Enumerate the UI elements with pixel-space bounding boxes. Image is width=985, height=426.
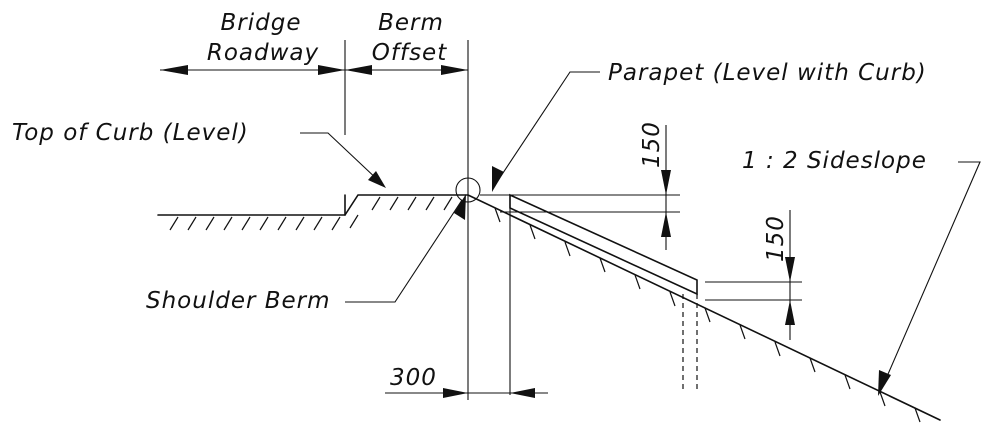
berm-offset-right-arrow	[441, 65, 468, 75]
bridge-roadway-right-arrow	[318, 65, 345, 75]
sideslope-hatching	[494, 207, 921, 423]
roadway-ground-hatching	[169, 196, 453, 231]
parapet-label: Parapet (Level with Curb)	[608, 60, 927, 86]
parapet-leader-line	[494, 71, 600, 186]
dimension-300-left-arrow	[443, 388, 468, 398]
sideslope-leader-line	[881, 161, 981, 389]
lower-150-label: 150	[763, 215, 789, 262]
upper-150-top-arrow	[661, 170, 671, 195]
bridge-roadway-left-arrow	[160, 65, 188, 75]
upper-150-bottom-arrow	[661, 212, 671, 237]
parapet-leader-arrow	[492, 166, 504, 192]
berm-offset-label-line2: Offset	[371, 40, 448, 66]
shoulder-berm-label: Shoulder Berm	[146, 288, 331, 314]
sideslope-label: 1 : 2 Sideslope	[742, 148, 927, 174]
shoulder-berm-leader-line	[345, 199, 463, 303]
dimension-300-label: 300	[390, 365, 437, 391]
parapet-slab	[509, 193, 698, 296]
upper-150-label: 150	[639, 121, 665, 168]
shoulder-berm-marker	[455, 177, 481, 203]
curb-and-roadway-profile	[157, 194, 469, 216]
dimension-300-right-arrow	[510, 388, 535, 398]
top-of-curb-leader-arrow	[368, 171, 386, 188]
lower-150-bottom-arrow	[785, 300, 795, 325]
top-of-curb-leader-line	[300, 132, 381, 183]
bridge-roadway-label-line1: Bridge	[220, 10, 302, 36]
berm-offset-label-line1: Berm	[378, 10, 444, 36]
lower-150-top-arrow	[785, 257, 795, 282]
top-of-curb-label: Top of Curb (Level)	[12, 120, 249, 146]
bridge-roadway-label-line2: Roadway	[206, 40, 320, 66]
sideslope-line	[467, 194, 941, 421]
shoulder-berm-leader-arrow	[454, 194, 466, 220]
berm-offset-left-arrow	[345, 65, 372, 75]
sideslope-leader-arrow	[878, 370, 891, 396]
